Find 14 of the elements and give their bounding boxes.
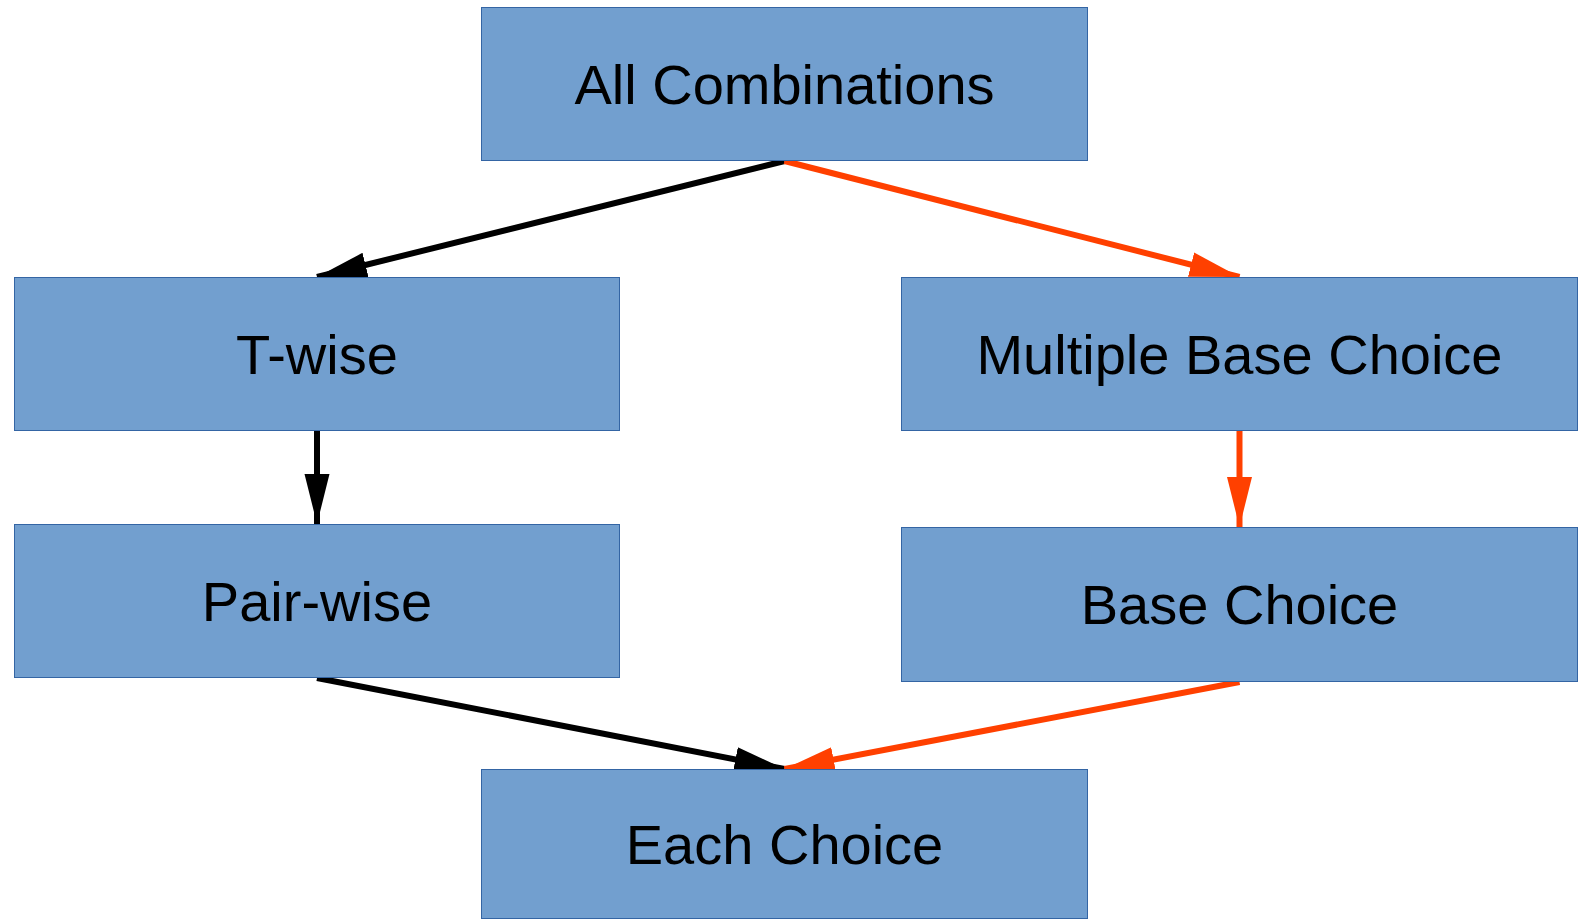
process-box xyxy=(14,277,620,431)
process-box xyxy=(481,769,1088,919)
node-label: Multiple Base Choice xyxy=(976,321,1503,387)
node-label: Pair-wise xyxy=(201,568,433,634)
process-box xyxy=(14,524,620,678)
process-box xyxy=(901,277,1578,431)
arrow xyxy=(1227,431,1252,527)
arrow xyxy=(304,431,330,524)
node-label: Each Choice xyxy=(625,811,944,877)
node-label: All Combinations xyxy=(574,51,995,117)
node-label: T-wise xyxy=(236,321,398,387)
process-box xyxy=(481,7,1088,161)
node-label: Base Choice xyxy=(1080,572,1399,637)
process-box xyxy=(901,527,1578,682)
